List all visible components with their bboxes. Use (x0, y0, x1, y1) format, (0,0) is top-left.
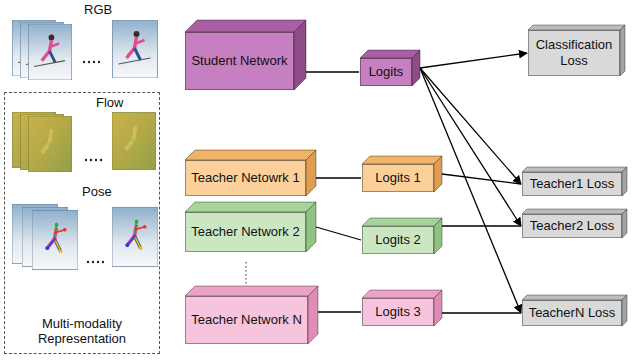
connector (420, 53, 527, 68)
box-side-face (308, 286, 318, 344)
node-text: Teacher Network N (191, 312, 302, 328)
flow-frames (12, 112, 156, 172)
loss-box: TeacherN Loss (522, 300, 622, 326)
box-top-face (360, 50, 420, 58)
box-side-face (622, 295, 627, 326)
node-text: Classification Loss (535, 37, 613, 68)
box-side-face (620, 25, 625, 76)
logits-box: Logits 3 (362, 298, 434, 326)
loss-box: Teacher1 Loss (522, 172, 622, 196)
box-side-face (434, 290, 442, 326)
loss-box: Teacher2 Loss (522, 214, 622, 238)
connector (442, 174, 521, 184)
modality-group: Multi-modality Representation (4, 92, 160, 354)
box-top-face (522, 295, 627, 300)
connector (442, 225, 521, 226)
logits-box: Logits 2 (362, 226, 434, 254)
box-side-face (294, 20, 306, 90)
modality-label: Flow (96, 95, 123, 111)
node-text: Logits 1 (375, 170, 421, 186)
node-text: Logits (369, 64, 404, 80)
modality-label: RGB (84, 2, 112, 18)
node-text: Teacher1 Loss (530, 176, 615, 192)
modality-label: Pose (82, 184, 112, 200)
box-side-face (622, 167, 627, 196)
network-box: Teacher Netowrk 1 (185, 160, 306, 196)
box-top-face (185, 150, 316, 160)
network-box: Student Network (185, 32, 294, 90)
connector (420, 68, 521, 226)
box-side-face (434, 156, 442, 192)
connector (442, 312, 521, 313)
box-top-face (185, 286, 318, 296)
node-text: Multi-modality Representation (11, 316, 153, 347)
box-top-face (362, 218, 442, 226)
box-top-face (522, 209, 627, 214)
network-box: Teacher Network 2 (185, 212, 306, 252)
connector (316, 177, 361, 178)
box-side-face (622, 209, 627, 238)
node-text: Teacher Netowrk 1 (191, 170, 299, 186)
box-top-face (528, 25, 625, 30)
connector (420, 68, 521, 313)
box-side-face (412, 50, 420, 86)
box-top-face (185, 20, 306, 32)
node-text: Logits 3 (375, 304, 421, 320)
box-top-face (362, 156, 442, 164)
logits-box: Logits 1 (362, 164, 434, 192)
node-text: Teacher2 Loss (530, 218, 615, 234)
node-text: TeacherN Loss (529, 305, 616, 321)
connector (316, 227, 361, 240)
node-text: Student Network (191, 53, 287, 69)
connector (318, 311, 361, 312)
node-text: Teacher Network 2 (191, 224, 299, 240)
box-side-face (434, 218, 442, 254)
box-top-face (185, 202, 316, 212)
rgb-frames (12, 20, 157, 80)
node-text: Logits 2 (375, 232, 421, 248)
connector (306, 71, 359, 72)
box-top-face (362, 290, 442, 298)
box-side-face (306, 150, 316, 196)
pose-frames (12, 204, 158, 269)
loss-box: Classification Loss (528, 30, 620, 76)
network-box: Teacher Network N (185, 296, 308, 344)
logits-box: Logits (360, 58, 412, 86)
box-side-face (306, 202, 316, 252)
box-top-face (522, 167, 627, 172)
